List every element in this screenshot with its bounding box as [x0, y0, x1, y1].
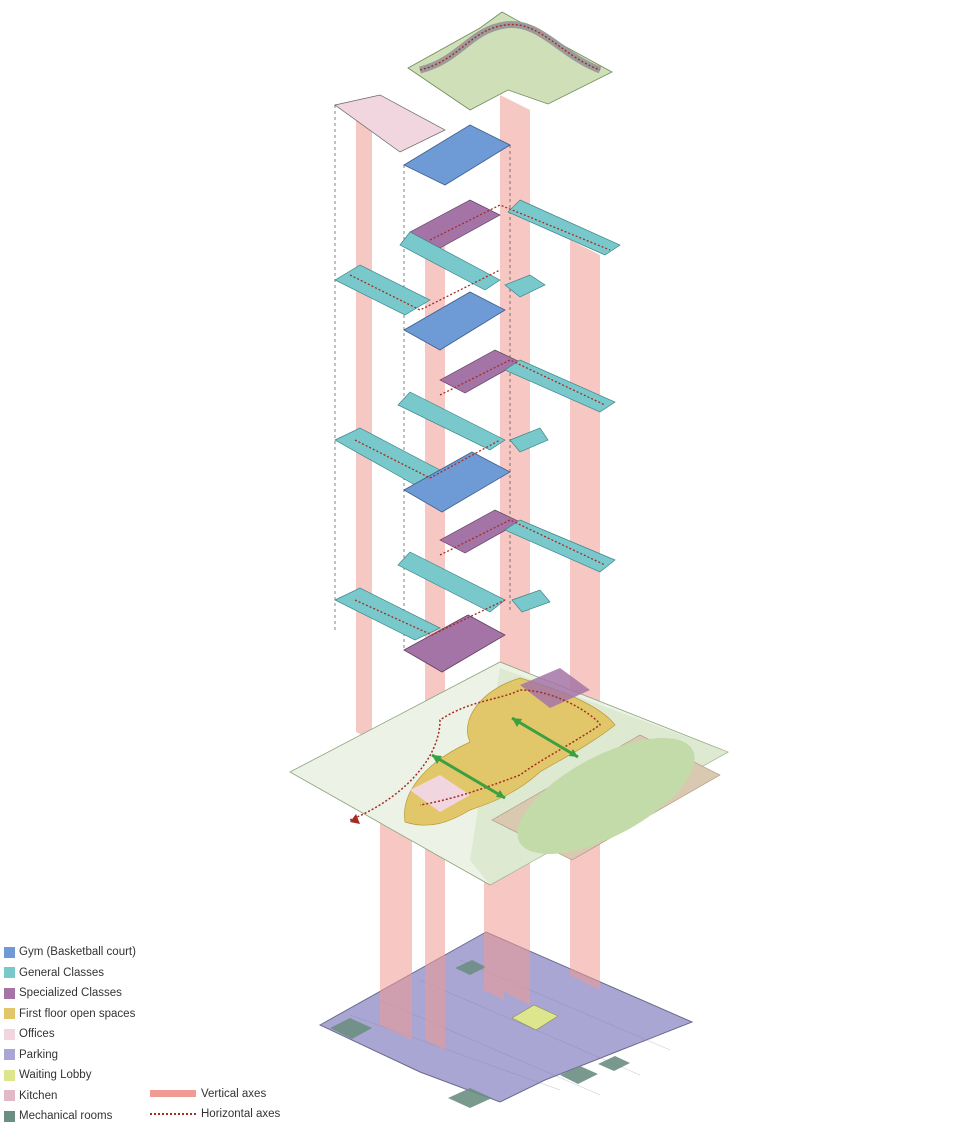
floor-level-top	[334, 94, 511, 650]
roof-garden-level	[407, 11, 613, 111]
legend-swatch	[4, 987, 15, 999]
horizontal-axes-swatch	[150, 1113, 196, 1115]
legend-swatch	[4, 967, 15, 978]
waiting-lobby	[511, 1004, 559, 1031]
legend-label: Gym (Basketball court)	[19, 946, 136, 958]
classroom-level-6	[334, 587, 551, 673]
legend-label: Horizontal axes	[201, 1108, 281, 1120]
legend-swatch	[4, 1049, 15, 1060]
legend-item-general-classes: General Classes	[4, 965, 104, 981]
green-axis-arrow	[431, 753, 506, 800]
legend-item-specialized-classes: Specialized Classes	[4, 985, 122, 1001]
legend-item-mechanical-rooms: Mechanical rooms	[4, 1108, 112, 1124]
legend-label: Parking	[19, 1048, 58, 1061]
ground-floor-level	[289, 661, 729, 886]
legend-swatch	[4, 1069, 15, 1081]
legend-swatch	[4, 1090, 15, 1101]
legend-horizontal-axes: Horizontal axes	[150, 1106, 280, 1122]
green-axis-arrow	[511, 716, 579, 759]
legend-swatch	[4, 1008, 15, 1019]
legend-label: Specialized Classes	[19, 987, 122, 999]
classroom-level-4	[334, 427, 549, 513]
legend-item-gym: Gym (Basketball court)	[4, 944, 136, 960]
legend-swatch	[4, 1110, 15, 1122]
mechanical-room	[448, 1088, 492, 1108]
legend-item-kitchen: Kitchen	[4, 1088, 57, 1104]
legend-item-parking: Parking	[4, 1047, 58, 1063]
legend-label: Kitchen	[19, 1089, 58, 1102]
legend-vertical-axes: Vertical axes	[150, 1086, 266, 1102]
classroom-level-2	[334, 264, 546, 351]
legend-swatch	[4, 1028, 15, 1040]
mechanical-room	[598, 1056, 630, 1071]
classroom-level-3	[397, 349, 616, 451]
mechanical-room	[330, 1018, 372, 1039]
legend-label: Vertical axes	[201, 1087, 267, 1100]
legend-swatch	[4, 946, 15, 958]
classroom-level-5	[397, 509, 616, 613]
legend-label: First floor open spaces	[19, 1007, 136, 1020]
legend-item-offices: Offices	[4, 1026, 55, 1042]
legend-label: Mechanical rooms	[19, 1110, 113, 1122]
vertical-axes-swatch	[150, 1090, 196, 1097]
vertical-axes	[356, 95, 600, 1050]
legend-label: Waiting Lobby	[19, 1069, 92, 1081]
legend-label: General Classes	[19, 966, 105, 979]
sports-field	[517, 737, 695, 855]
classroom-level-1	[399, 199, 621, 291]
legend-item-first-floor-open-spaces: First floor open spaces	[4, 1006, 135, 1022]
legend-label: Offices	[19, 1028, 55, 1040]
legend-item-waiting-lobby: Waiting Lobby	[4, 1067, 91, 1083]
mechanical-room	[560, 1066, 598, 1084]
mechanical-room	[455, 960, 486, 975]
